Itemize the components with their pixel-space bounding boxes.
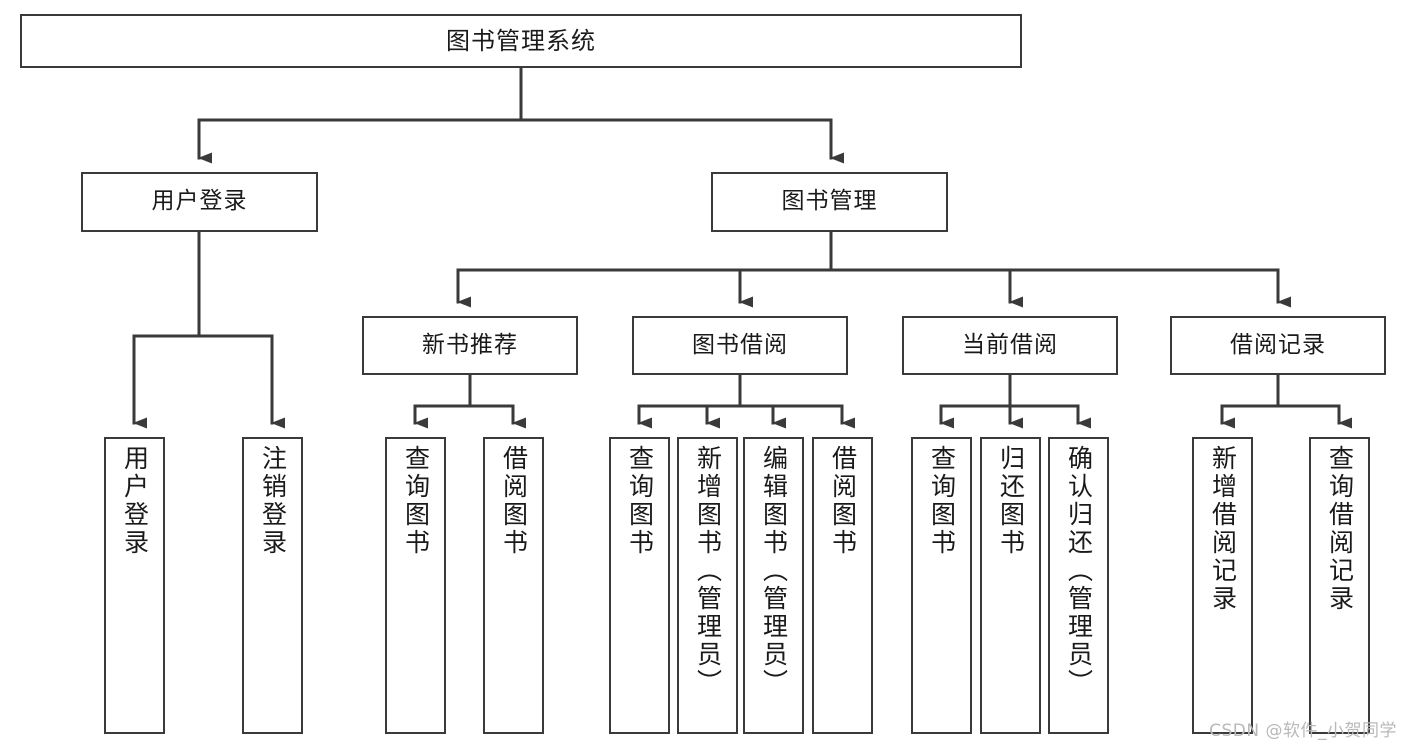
node-label: 新增借阅记录 [1208, 445, 1238, 613]
node-book-borrow[interactable]: 图书借阅 [632, 316, 848, 375]
leaf-book-borrow-query[interactable]: 查询图书 [609, 437, 670, 734]
node-label: 注销登录 [258, 445, 288, 557]
leaf-user-login-signout[interactable]: 注销登录 [242, 437, 303, 734]
leaf-book-borrow-edit[interactable]: 编辑图书（管理员） [743, 437, 804, 734]
node-label: 借阅图书 [499, 445, 529, 557]
node-borrow-record[interactable]: 借阅记录 [1170, 316, 1386, 375]
leaf-current-borrow-query[interactable]: 查询图书 [911, 437, 972, 734]
leaf-borrow-record-add[interactable]: 新增借阅记录 [1192, 437, 1253, 734]
leaf-new-book-borrow[interactable]: 借阅图书 [483, 437, 544, 734]
node-label: 新书推荐 [422, 331, 518, 358]
node-user-login[interactable]: 用户登录 [81, 172, 318, 232]
watermark-text: CSDN @软件_小贺同学 [1209, 721, 1397, 741]
leaf-new-book-query[interactable]: 查询图书 [385, 437, 446, 734]
node-label: 借阅记录 [1230, 331, 1326, 358]
node-label: 用户登录 [120, 445, 150, 557]
node-label: 图书管理 [781, 188, 878, 215]
node-label: 查询图书 [927, 445, 957, 557]
node-label: 图书管理系统 [446, 26, 596, 55]
leaf-book-borrow-add[interactable]: 新增图书（管理员） [677, 437, 738, 734]
node-root-system[interactable]: 图书管理系统 [20, 14, 1022, 68]
node-new-book-recommend[interactable]: 新书推荐 [362, 316, 578, 375]
node-label: 查询借阅记录 [1325, 445, 1355, 613]
node-label: 新增图书（管理员） [693, 445, 723, 697]
node-label: 查询图书 [625, 445, 655, 557]
leaf-current-borrow-confirm[interactable]: 确认归还（管理员） [1048, 437, 1109, 734]
node-label: 借阅图书 [828, 445, 858, 557]
node-label: 确认归还（管理员） [1064, 445, 1094, 697]
leaf-borrow-record-query[interactable]: 查询借阅记录 [1309, 437, 1370, 734]
leaf-book-borrow-lend[interactable]: 借阅图书 [812, 437, 873, 734]
node-label: 当前借阅 [962, 331, 1058, 358]
node-label: 查询图书 [401, 445, 431, 557]
node-label: 归还图书 [996, 445, 1026, 557]
node-book-management[interactable]: 图书管理 [711, 172, 948, 232]
node-current-borrow[interactable]: 当前借阅 [902, 316, 1118, 375]
leaf-current-borrow-return[interactable]: 归还图书 [980, 437, 1041, 734]
node-label: 图书借阅 [692, 331, 788, 358]
node-label: 用户登录 [151, 188, 248, 215]
leaf-user-login-signin[interactable]: 用户登录 [104, 437, 165, 734]
node-label: 编辑图书（管理员） [759, 445, 789, 697]
